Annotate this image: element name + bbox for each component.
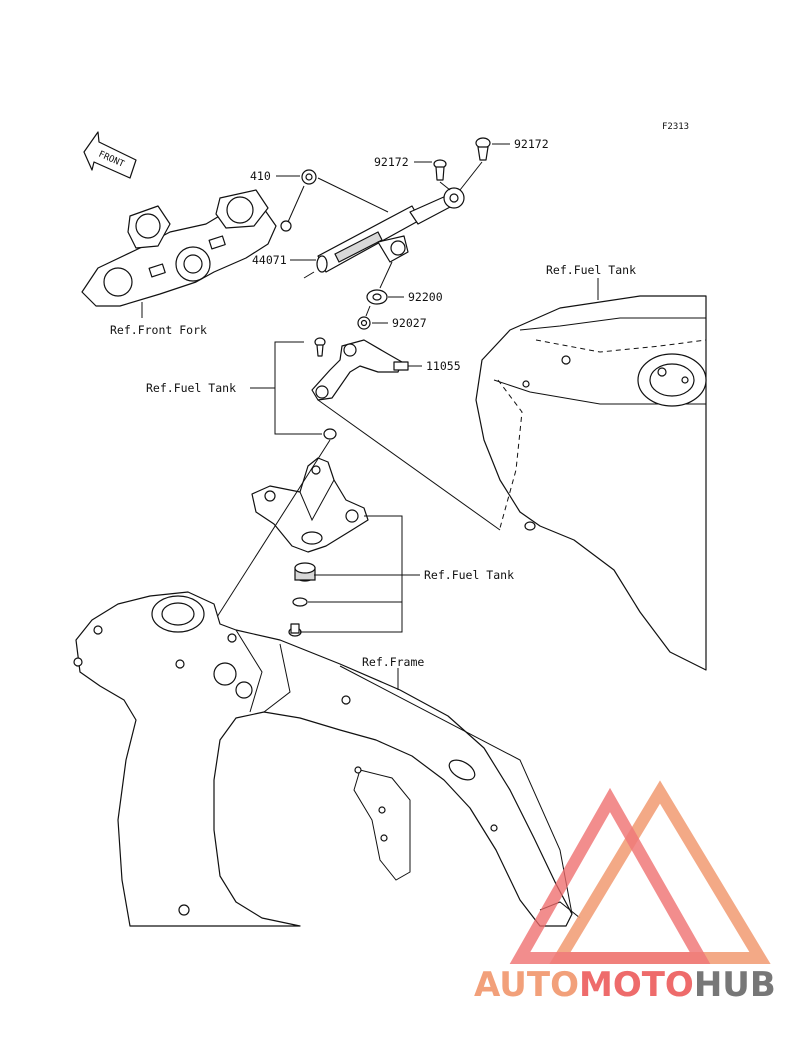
bracket-11055	[311, 339, 409, 401]
automotohub-logo	[509, 780, 771, 964]
part-92172-a-label: 92172	[374, 155, 409, 169]
washer-lower	[292, 597, 308, 607]
tank-mount-bracket	[251, 457, 369, 553]
grommet-small	[323, 428, 337, 440]
ref-fuel-tank-mid-label: Ref.Fuel Tank	[424, 568, 514, 582]
ref-fuel-tank-left-label: Ref.Fuel Tank	[146, 381, 236, 395]
ref-front-fork-label: Ref.Front Fork	[110, 323, 207, 337]
part-44071-label: 44071	[252, 253, 287, 267]
fuel-tank	[475, 295, 707, 671]
bolt-small	[314, 337, 326, 357]
steering-damper	[303, 187, 465, 279]
part-92172-b-label: 92172	[514, 137, 549, 151]
front-fork-clamp	[81, 189, 292, 307]
rubber-grommet	[294, 562, 316, 582]
bolt-lower	[288, 623, 302, 637]
part-92200-label: 92200	[408, 290, 443, 304]
front-arrow-icon: FRONT	[83, 131, 137, 179]
part-92027-label: 92027	[392, 316, 427, 330]
bolt-92172-b	[475, 137, 491, 161]
part-410-label: 410	[250, 169, 271, 183]
watermark-text: AUTOMOTOHUB	[474, 965, 776, 1005]
part-11055-label: 11055	[426, 359, 461, 373]
motorcycle-frame	[73, 591, 581, 927]
ref-frame-label: Ref.Frame	[362, 655, 424, 669]
bolt-92172-a	[433, 159, 447, 181]
figure-code: F2313	[662, 122, 689, 132]
ref-fuel-tank-right-label: Ref.Fuel Tank	[546, 263, 636, 277]
